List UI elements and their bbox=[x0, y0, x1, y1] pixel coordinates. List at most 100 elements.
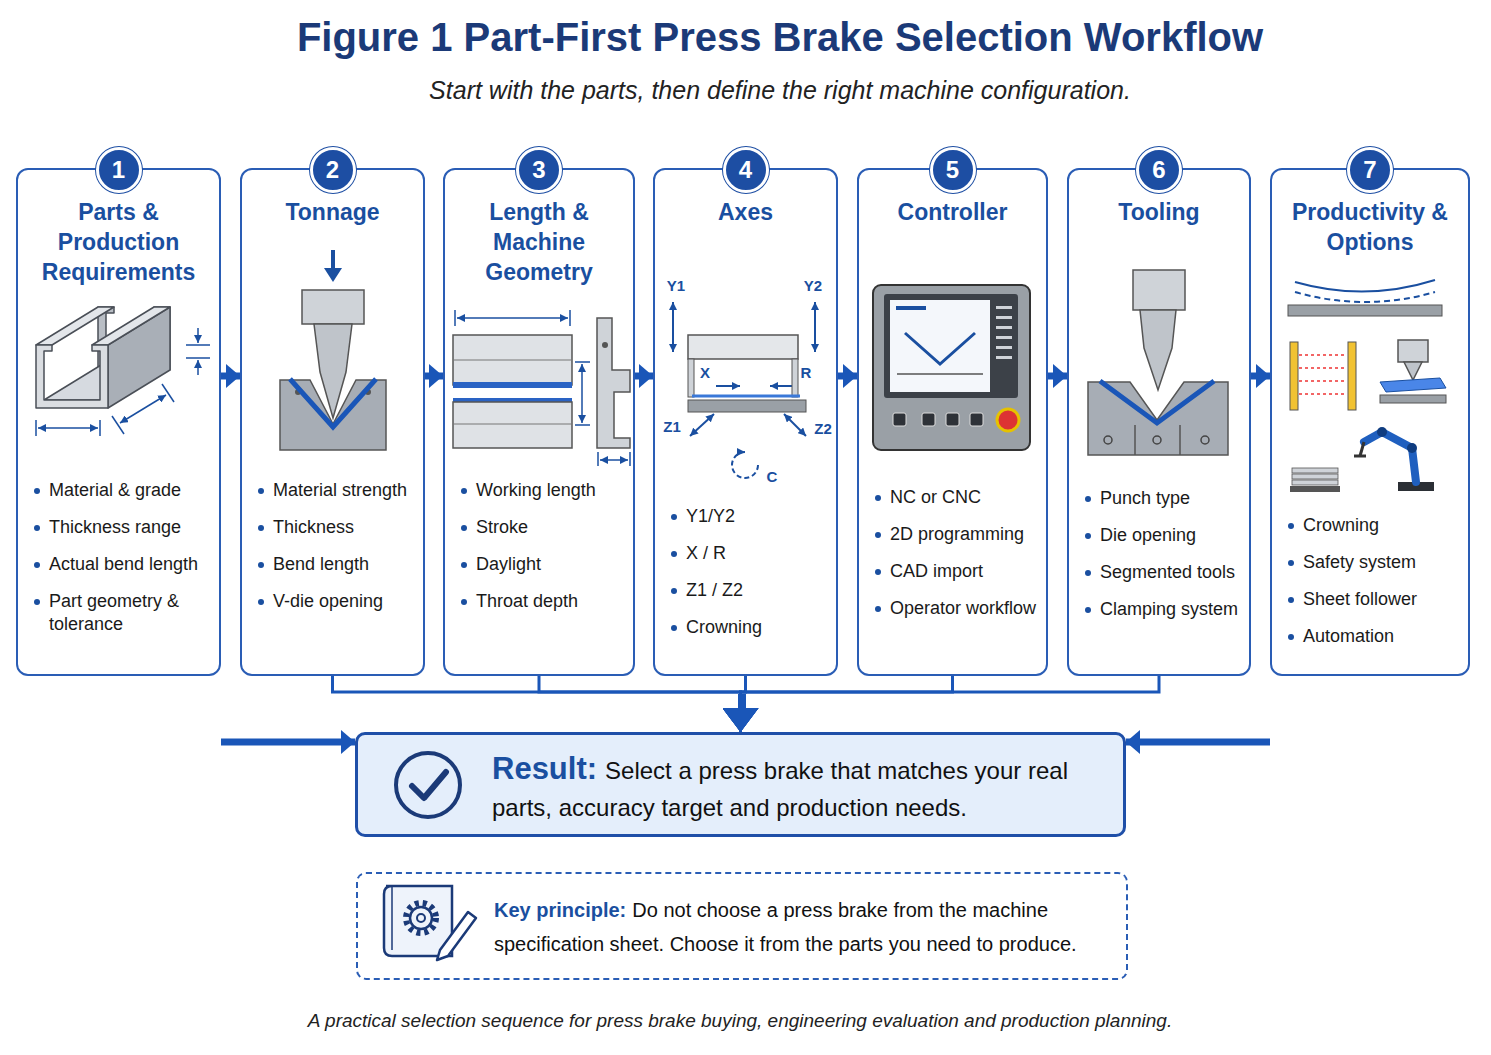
step-number-text: 1 bbox=[112, 156, 125, 183]
bullet-text: Clamping system bbox=[1100, 599, 1238, 619]
step-number-text: 6 bbox=[1152, 156, 1165, 183]
blueprint-icon bbox=[384, 886, 476, 960]
merge-connector bbox=[539, 676, 741, 732]
bullet-item: CAD import bbox=[875, 560, 1038, 583]
bullet-item: Thickness range bbox=[34, 516, 211, 539]
bullet-dot bbox=[34, 599, 40, 605]
bullet-item: Operator workflow bbox=[875, 597, 1038, 620]
bullet-dot bbox=[258, 525, 264, 531]
bullet-item: Clamping system bbox=[1085, 598, 1241, 621]
bullet-text: CAD import bbox=[890, 561, 983, 581]
step-number: 1 bbox=[96, 147, 142, 193]
bullet-item: Segmented tools bbox=[1085, 561, 1241, 584]
bullet-text: Bend length bbox=[273, 554, 369, 574]
merge-shaft bbox=[738, 694, 746, 712]
bullet-dot bbox=[671, 625, 677, 631]
bullet-dot bbox=[671, 588, 677, 594]
bullet-item: Material & grade bbox=[34, 479, 211, 502]
bullet-item: Daylight bbox=[461, 553, 625, 576]
axis-label: X bbox=[700, 364, 710, 381]
bullet-dot bbox=[258, 562, 264, 568]
bullet-list: NC or CNC2D programmingCAD importOperato… bbox=[875, 486, 1038, 634]
note-lead: Result: bbox=[492, 751, 597, 786]
step-number-text: 2 bbox=[326, 156, 339, 183]
punch-die bbox=[280, 250, 386, 450]
bullet-item: Actual bend length bbox=[34, 553, 211, 576]
axes-figure bbox=[673, 302, 815, 478]
bullet-text: Actual bend length bbox=[49, 554, 198, 574]
bullet-item: X / R bbox=[671, 542, 828, 565]
axis-label: Y2 bbox=[804, 277, 822, 294]
bullet-text: Material strength bbox=[273, 480, 407, 500]
bullet-dot bbox=[671, 514, 677, 520]
bullet-dot bbox=[1288, 560, 1294, 566]
bullet-item: Bend length bbox=[258, 553, 415, 576]
bullet-dot bbox=[875, 495, 881, 501]
step-number: 2 bbox=[310, 147, 356, 193]
bullet-text: Segmented tools bbox=[1100, 562, 1235, 582]
step-number-text: 4 bbox=[739, 156, 752, 183]
bullet-dot bbox=[258, 488, 264, 494]
step-box: Length & Machine GeometryWorking lengthS… bbox=[443, 168, 635, 676]
bullet-item: Stroke bbox=[461, 516, 625, 539]
flow-arrow bbox=[221, 373, 240, 380]
bullet-text: Y1/Y2 bbox=[686, 506, 735, 526]
bullet-text: Daylight bbox=[476, 554, 541, 574]
bullet-text: Thickness bbox=[273, 517, 354, 537]
result-ground bbox=[356, 733, 1125, 836]
bullet-dot bbox=[258, 599, 264, 605]
check-icon bbox=[396, 753, 460, 817]
step-box: ToolingPunch typeDie openingSegmented to… bbox=[1067, 168, 1251, 676]
step-heading: Axes bbox=[661, 197, 830, 227]
step-number-text: 5 bbox=[946, 156, 959, 183]
flow-arrow bbox=[221, 739, 355, 746]
step-box: TonnageMaterial strengthThicknessBend le… bbox=[240, 168, 425, 676]
bullet-text: Part geometry & tolerance bbox=[49, 591, 179, 634]
step-number-text: 7 bbox=[1363, 156, 1376, 183]
axis-label: Z1 bbox=[663, 418, 681, 435]
bullet-dot bbox=[875, 569, 881, 575]
bullet-dot bbox=[461, 525, 467, 531]
bullet-item: V-die opening bbox=[258, 590, 415, 613]
bullet-item: Thickness bbox=[258, 516, 415, 539]
bullet-text: Safety system bbox=[1303, 552, 1416, 572]
step-number: 6 bbox=[1136, 147, 1182, 193]
bullet-text: V-die opening bbox=[273, 591, 383, 611]
step-box: Parts & Production RequirementsMaterial … bbox=[16, 168, 221, 676]
step-heading: Parts & Production Requirements bbox=[24, 197, 213, 287]
bullet-dot bbox=[1085, 570, 1091, 576]
step-box: ControllerNC or CNC2D programmingCAD imp… bbox=[857, 168, 1048, 676]
bullet-text: Stroke bbox=[476, 517, 528, 537]
bullet-list: CrowningSafety systemSheet followerAutom… bbox=[1288, 514, 1460, 662]
bullet-item: Crowning bbox=[671, 616, 828, 639]
bullet-item: Y1/Y2 bbox=[671, 505, 828, 528]
bullet-list: Material & gradeThickness rangeActual be… bbox=[34, 479, 211, 650]
axis-label: C bbox=[767, 468, 778, 485]
tooling-figure bbox=[1088, 270, 1228, 455]
result-box: Result:Select a press brake that matches… bbox=[355, 732, 1126, 837]
step-number: 5 bbox=[930, 147, 976, 193]
bullet-item: NC or CNC bbox=[875, 486, 1038, 509]
bullet-item: Part geometry & tolerance bbox=[34, 590, 211, 636]
flow-arrow bbox=[425, 373, 443, 380]
principle-box: Key principle:Do not choose a press brak… bbox=[356, 872, 1128, 980]
merge-connector bbox=[741, 676, 953, 732]
bullet-dot bbox=[461, 562, 467, 568]
bullet-text: Crowning bbox=[686, 617, 762, 637]
bullet-text: Automation bbox=[1303, 626, 1394, 646]
bullet-dot bbox=[1085, 533, 1091, 539]
bullet-list: Working lengthStrokeDaylightThroat depth bbox=[461, 479, 625, 627]
bullet-item: Crowning bbox=[1288, 514, 1460, 537]
axis-label: Y1 bbox=[667, 277, 685, 294]
note-text: Key principle:Do not choose a press brak… bbox=[494, 894, 1109, 962]
flow-arrow bbox=[635, 373, 653, 380]
merge-connector bbox=[333, 676, 741, 732]
bullet-dot bbox=[671, 551, 677, 557]
bullet-item: Z1 / Z2 bbox=[671, 579, 828, 602]
bullet-text: X / R bbox=[686, 543, 726, 563]
bullet-text: Material & grade bbox=[49, 480, 181, 500]
bullet-dot bbox=[1288, 523, 1294, 529]
bullet-text: Crowning bbox=[1303, 515, 1379, 535]
bullet-text: Working length bbox=[476, 480, 596, 500]
axis-label: Z2 bbox=[814, 420, 832, 437]
